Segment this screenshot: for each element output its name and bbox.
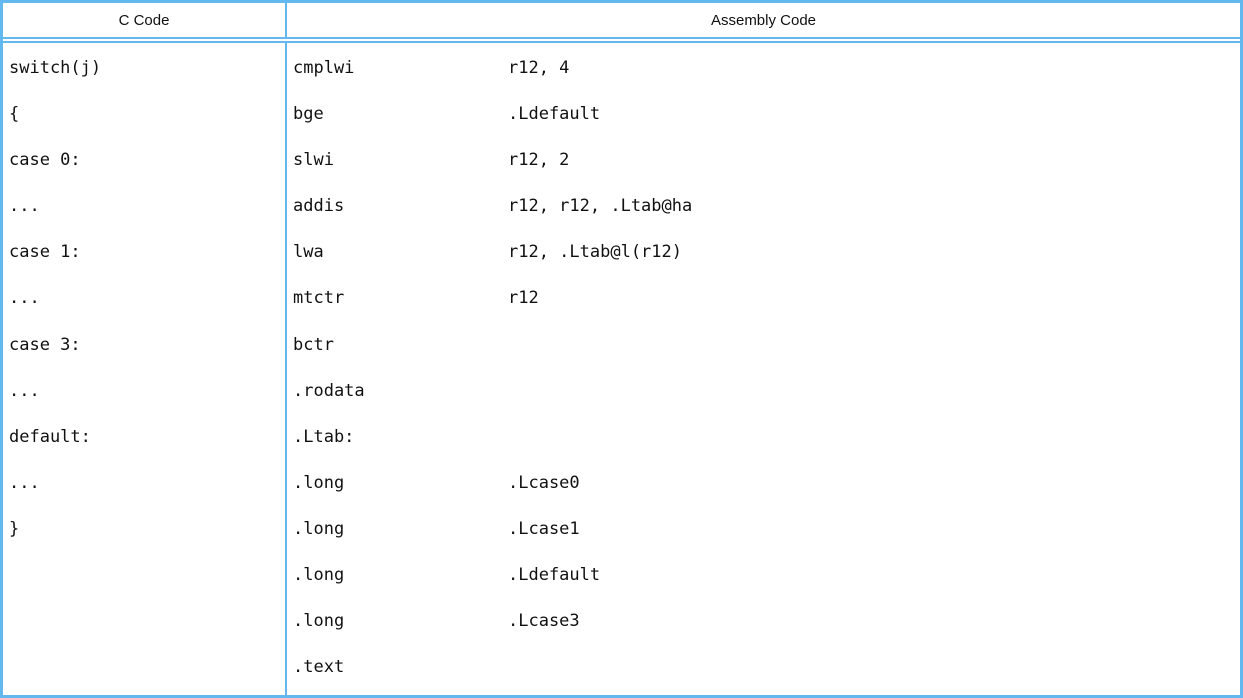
asm-mnemonic: .rodata: [293, 380, 365, 401]
c-code-line: case 3:: [9, 334, 81, 355]
assembly-code-cell: cmplwi r12, 4 bge .Ldefault slwi r12, 2 addis r…: [287, 43, 1240, 695]
c-code-line: ...: [9, 288, 40, 309]
asm-mnemonic: slwi: [293, 150, 334, 171]
asm-operands: r12, 2: [508, 150, 570, 171]
asm-mnemonic: lwa: [293, 242, 324, 263]
assembly-code-line: bctr: [287, 322, 1240, 368]
header-c-code: C Code: [3, 3, 287, 37]
assembly-code-line: .long .Lcase3: [287, 598, 1240, 644]
asm-mnemonic: cmplwi: [293, 58, 355, 78]
assembly-code-line: bge .Ldefault: [287, 91, 1240, 137]
c-code-line: ...: [9, 472, 40, 493]
asm-mnemonic: mtctr: [293, 288, 345, 309]
assembly-code-line: .Ltab:: [287, 414, 1240, 460]
c-code-line: case 1:: [9, 242, 81, 263]
c-code-line: ...: [9, 380, 40, 401]
asm-operands: .Lcase3: [508, 611, 580, 632]
asm-mnemonic: .text: [293, 657, 345, 678]
assembly-code-line: mtctr r12: [287, 275, 1240, 321]
header-assembly-code: Assembly Code: [710, 11, 817, 29]
assembly-code-line: addis r12, r12, .Ltab@ha: [287, 183, 1240, 229]
c-code-line: case 0:: [9, 150, 81, 171]
asm-operands: .Ldefault: [508, 565, 601, 586]
asm-mnemonic: .Ltab:: [293, 426, 355, 447]
assembly-code-line: .long .Ldefault: [287, 552, 1240, 598]
asm-mnemonic: bge: [293, 104, 324, 125]
assembly-code-line: .rodata: [287, 368, 1240, 414]
asm-mnemonic: .long: [293, 472, 345, 493]
assembly-code-line: .text: [287, 644, 1240, 690]
asm-mnemonic: addis: [293, 196, 345, 217]
asm-operands: r12, 4: [508, 58, 570, 78]
asm-mnemonic: .long: [293, 565, 345, 586]
asm-operands: .Ldefault: [508, 104, 601, 125]
asm-mnemonic: .long: [293, 518, 345, 539]
asm-operands: r12: [508, 288, 539, 309]
assembly-code-line: .long .Lcase1: [287, 506, 1240, 552]
assembly-code-line: .long .Lcase0: [287, 460, 1240, 506]
c-code-line: switch(j): [9, 58, 102, 78]
assembly-code-line: lwa r12, .Ltab@l(r12): [287, 229, 1240, 275]
assembly-code-line: slwi r12, 2: [287, 137, 1240, 183]
c-code-line: ...: [9, 196, 40, 217]
c-code-line: }: [9, 518, 20, 539]
c-code-line: default:: [9, 426, 91, 447]
asm-operands: .Lcase1: [508, 518, 580, 539]
asm-operands: r12, .Ltab@l(r12): [508, 242, 682, 263]
assembly-code-line: cmplwi r12, 4: [287, 45, 1240, 91]
asm-mnemonic: bctr: [293, 334, 334, 355]
asm-operands: r12, r12, .Ltab@ha: [508, 196, 693, 217]
asm-mnemonic: .long: [293, 611, 345, 632]
table-header-row: C Code Assembly Code: [3, 3, 1240, 43]
c-code-line: {: [9, 104, 20, 125]
asm-operands: .Lcase0: [508, 472, 580, 493]
c-code-cell: switch(j) { case 0:... case 1:... case 3:...…: [3, 43, 287, 695]
table-body: switch(j) { case 0:... case 1:... case 3:...…: [3, 43, 1240, 695]
